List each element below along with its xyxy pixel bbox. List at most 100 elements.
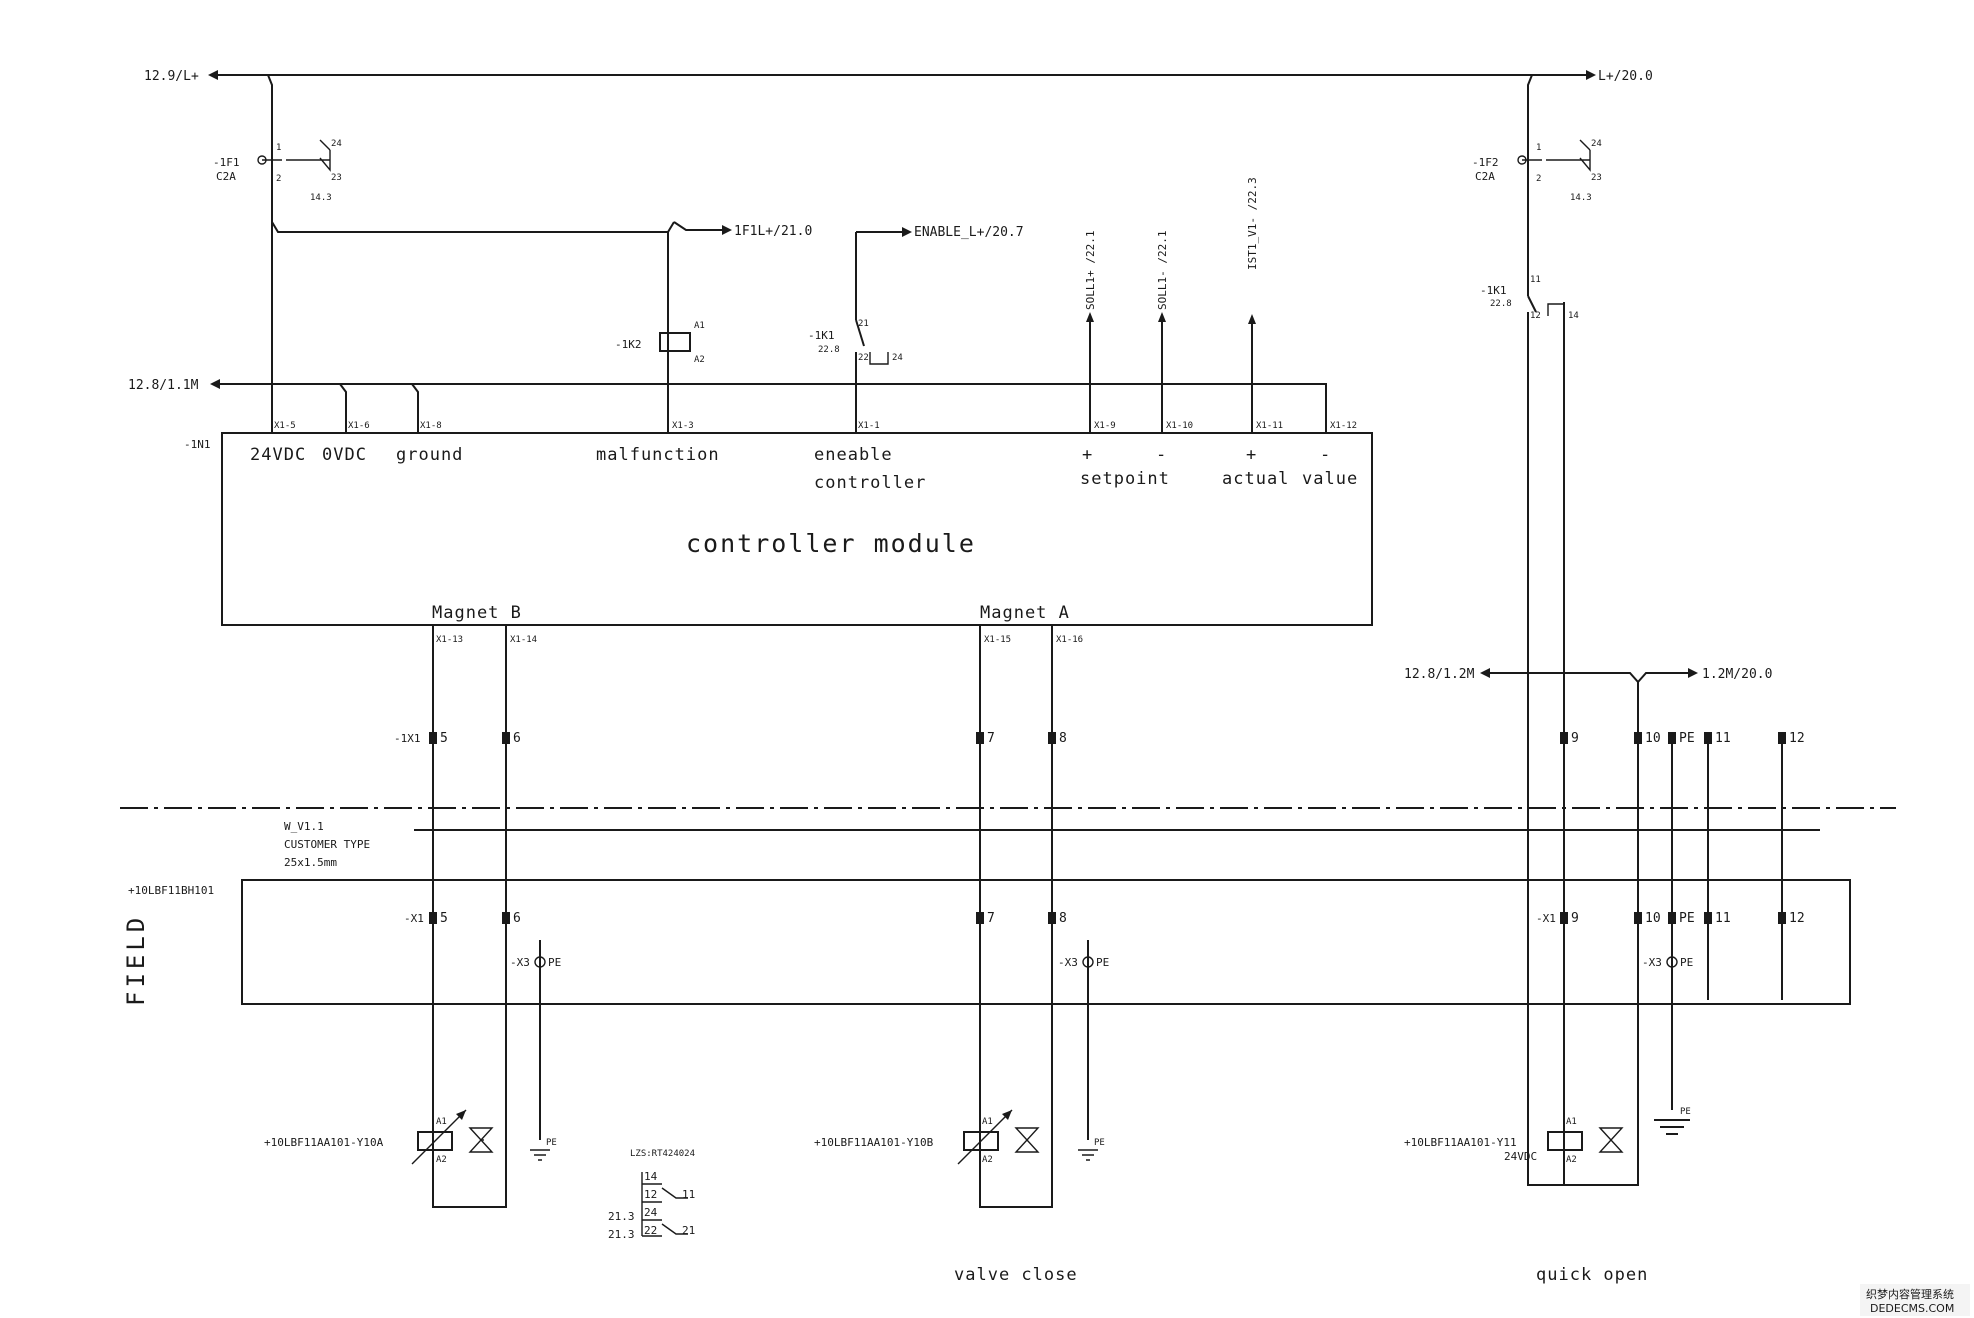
- field-term-8: 8: [1059, 911, 1067, 926]
- field-junction-box: +10LBF11BH101 FIELD -X1 -X1 5 6 7 8 9 10…: [122, 879, 1851, 1006]
- f1l-out-ref: 1F1L+/21.0: [734, 224, 812, 239]
- term-x1-3: X1-3: [672, 421, 694, 431]
- field-x1-tag-left: -X1: [404, 912, 424, 925]
- y10a-a1: A1: [436, 1117, 447, 1127]
- label-0vdc: 0VDC: [322, 445, 367, 465]
- term-x1-12: X1-12: [1330, 421, 1357, 431]
- analog-signals: SOLL1+ /22.1 SOLL1- /22.1 IST1_V1- /22.3: [1084, 177, 1259, 433]
- enable-out-ref: ENABLE_L+/20.7: [914, 225, 1024, 240]
- f1-pin2: 2: [276, 174, 281, 184]
- term-x1-1: X1-1: [858, 421, 880, 431]
- label-actual-minus: -: [1320, 445, 1331, 465]
- k1-right-p14: 14: [1568, 311, 1579, 321]
- term-x1-8: X1-8: [420, 421, 442, 431]
- f2-pin24: 24: [1591, 139, 1602, 149]
- breaker-1f1: -1F1 C2A 1 2 24 23 14.3: [213, 139, 342, 203]
- field-term-10: 10: [1645, 911, 1661, 926]
- term-x1-11: X1-11: [1256, 421, 1283, 431]
- y10b-a1: A1: [982, 1117, 993, 1127]
- f2-pin1: 1: [1536, 143, 1541, 153]
- label-actual: actual: [1222, 469, 1289, 489]
- contact-left-ref-2: 21.3: [608, 1228, 635, 1241]
- x3-tag-2: -X3: [1058, 956, 1078, 969]
- contact-no-22: 22: [644, 1224, 657, 1237]
- f1-pin23: 23: [331, 173, 342, 183]
- f2-tag: -1F2: [1472, 156, 1499, 169]
- y11-a2: A2: [1566, 1155, 1577, 1165]
- module-title: controller module: [686, 529, 976, 558]
- field-term-7: 7: [987, 911, 995, 926]
- term-x1-10: X1-10: [1166, 421, 1193, 431]
- k2-a1: A1: [694, 321, 705, 331]
- field-wires: [432, 302, 1783, 1208]
- upper-term-9: 9: [1571, 731, 1579, 746]
- cable-name: W_V1.1: [284, 820, 324, 833]
- x3-pe-2: PE: [1096, 956, 1109, 969]
- label-setpoint-plus: +: [1082, 445, 1093, 465]
- valve-y10b-tag: +10LBF11AA101-Y10B: [814, 1136, 934, 1149]
- valve-y10a-tag: +10LBF11AA101-Y10A: [264, 1136, 384, 1149]
- field-term-6: 6: [513, 911, 521, 926]
- label-actual-plus: +: [1246, 445, 1257, 465]
- x3-tag-1: -X3: [510, 956, 530, 969]
- soll-plus-ref: SOLL1+ /22.1: [1084, 231, 1097, 310]
- enable-branch: ENABLE_L+/20.7 -1K1 22.8 21 22 24: [808, 225, 1024, 433]
- watermark: 织梦内容管理系统 DEDECMS.COM: [1860, 1284, 1970, 1316]
- f1-tag: -1F1: [213, 156, 240, 169]
- ground-pe-1: PE: [546, 1138, 557, 1148]
- term-x1-15: X1-15: [984, 635, 1011, 645]
- valve-y10b: +10LBF11AA101-Y10B A1 A2: [814, 1109, 1040, 1165]
- label-controller: controller: [814, 473, 926, 493]
- module-tag: -1N1: [184, 438, 211, 451]
- contact-right-11: 11: [682, 1188, 695, 1201]
- k2-coil: [659, 332, 691, 352]
- y10b-a2: A2: [982, 1155, 993, 1165]
- x3-tag-3: -X3: [1642, 956, 1662, 969]
- k2-a2: A2: [694, 355, 705, 365]
- watermark-line1: 织梦内容管理系统: [1866, 1287, 1954, 1301]
- cable-type: CUSTOMER TYPE: [284, 838, 370, 851]
- m1-in-ref: 12.8/1.1M: [128, 378, 199, 393]
- contact-table-header: LZS:RT424024: [630, 1149, 695, 1159]
- module-top-terminals: X1-5 X1-6 X1-8 X1-3 X1-1 X1-9 X1-10 X1-1…: [274, 421, 1357, 431]
- f1l-branch: 1F1L+/21.0 -1K2 A1 A2: [271, 221, 812, 390]
- y11-a1: A1: [1566, 1117, 1577, 1127]
- field-boundary: W_V1.1 CUSTOMER TYPE 25x1.5mm: [120, 807, 1896, 869]
- contact-table: LZS:RT424024 14 12 11 24 21.3 22 21.3 21: [608, 1149, 695, 1241]
- k1-left-tag: -1K1: [808, 329, 835, 342]
- term-x1-13: X1-13: [436, 635, 463, 645]
- label-24vdc: 24VDC: [250, 445, 306, 465]
- soll-minus-ref: SOLL1- /22.1: [1156, 231, 1169, 310]
- l-plus-out-ref: L+/20.0: [1598, 69, 1653, 84]
- k1-right-ref: 22.8: [1490, 299, 1512, 309]
- m2-in-ref: 12.8/1.2M: [1404, 667, 1475, 682]
- field-term-pe: PE: [1679, 911, 1695, 926]
- k1-left-p21: 21: [858, 319, 869, 329]
- upper-term-6: 6: [513, 731, 521, 746]
- term-x1-6: X1-6: [348, 421, 370, 431]
- k1-right-contact: -1K1 22.8 11 12 14: [1480, 275, 1579, 1186]
- label-value: value: [1302, 469, 1358, 489]
- ground-symbols: PE PE PE: [530, 1107, 1691, 1161]
- k1-left-p24: 24: [892, 353, 903, 363]
- k1-right-p11: 11: [1530, 275, 1541, 285]
- contact-left-ref-1: 21.3: [608, 1210, 635, 1223]
- field-box-tag: +10LBF11BH101: [128, 884, 214, 897]
- module-bottom-terminals: X1-13 X1-14 X1-15 X1-16: [436, 635, 1083, 645]
- upper-term-5: 5: [440, 731, 448, 746]
- ground-pe-2: PE: [1094, 1138, 1105, 1148]
- f1-pin1: 1: [276, 143, 281, 153]
- term-x1-5: X1-5: [274, 421, 296, 431]
- caption-quick-open: quick open: [1536, 1265, 1648, 1285]
- contact-no-12: 12: [644, 1188, 657, 1201]
- field-x1-tag-right: -X1: [1536, 912, 1556, 925]
- field-term-11: 11: [1715, 911, 1731, 926]
- upper-term-7: 7: [987, 731, 995, 746]
- valve-y11-voltage: 24VDC: [1504, 1150, 1537, 1163]
- m2-out-ref: 1.2M/20.0: [1702, 667, 1772, 682]
- term-x1-9: X1-9: [1094, 421, 1116, 431]
- y10a-a2: A2: [436, 1155, 447, 1165]
- f1-ref: 14.3: [310, 193, 332, 203]
